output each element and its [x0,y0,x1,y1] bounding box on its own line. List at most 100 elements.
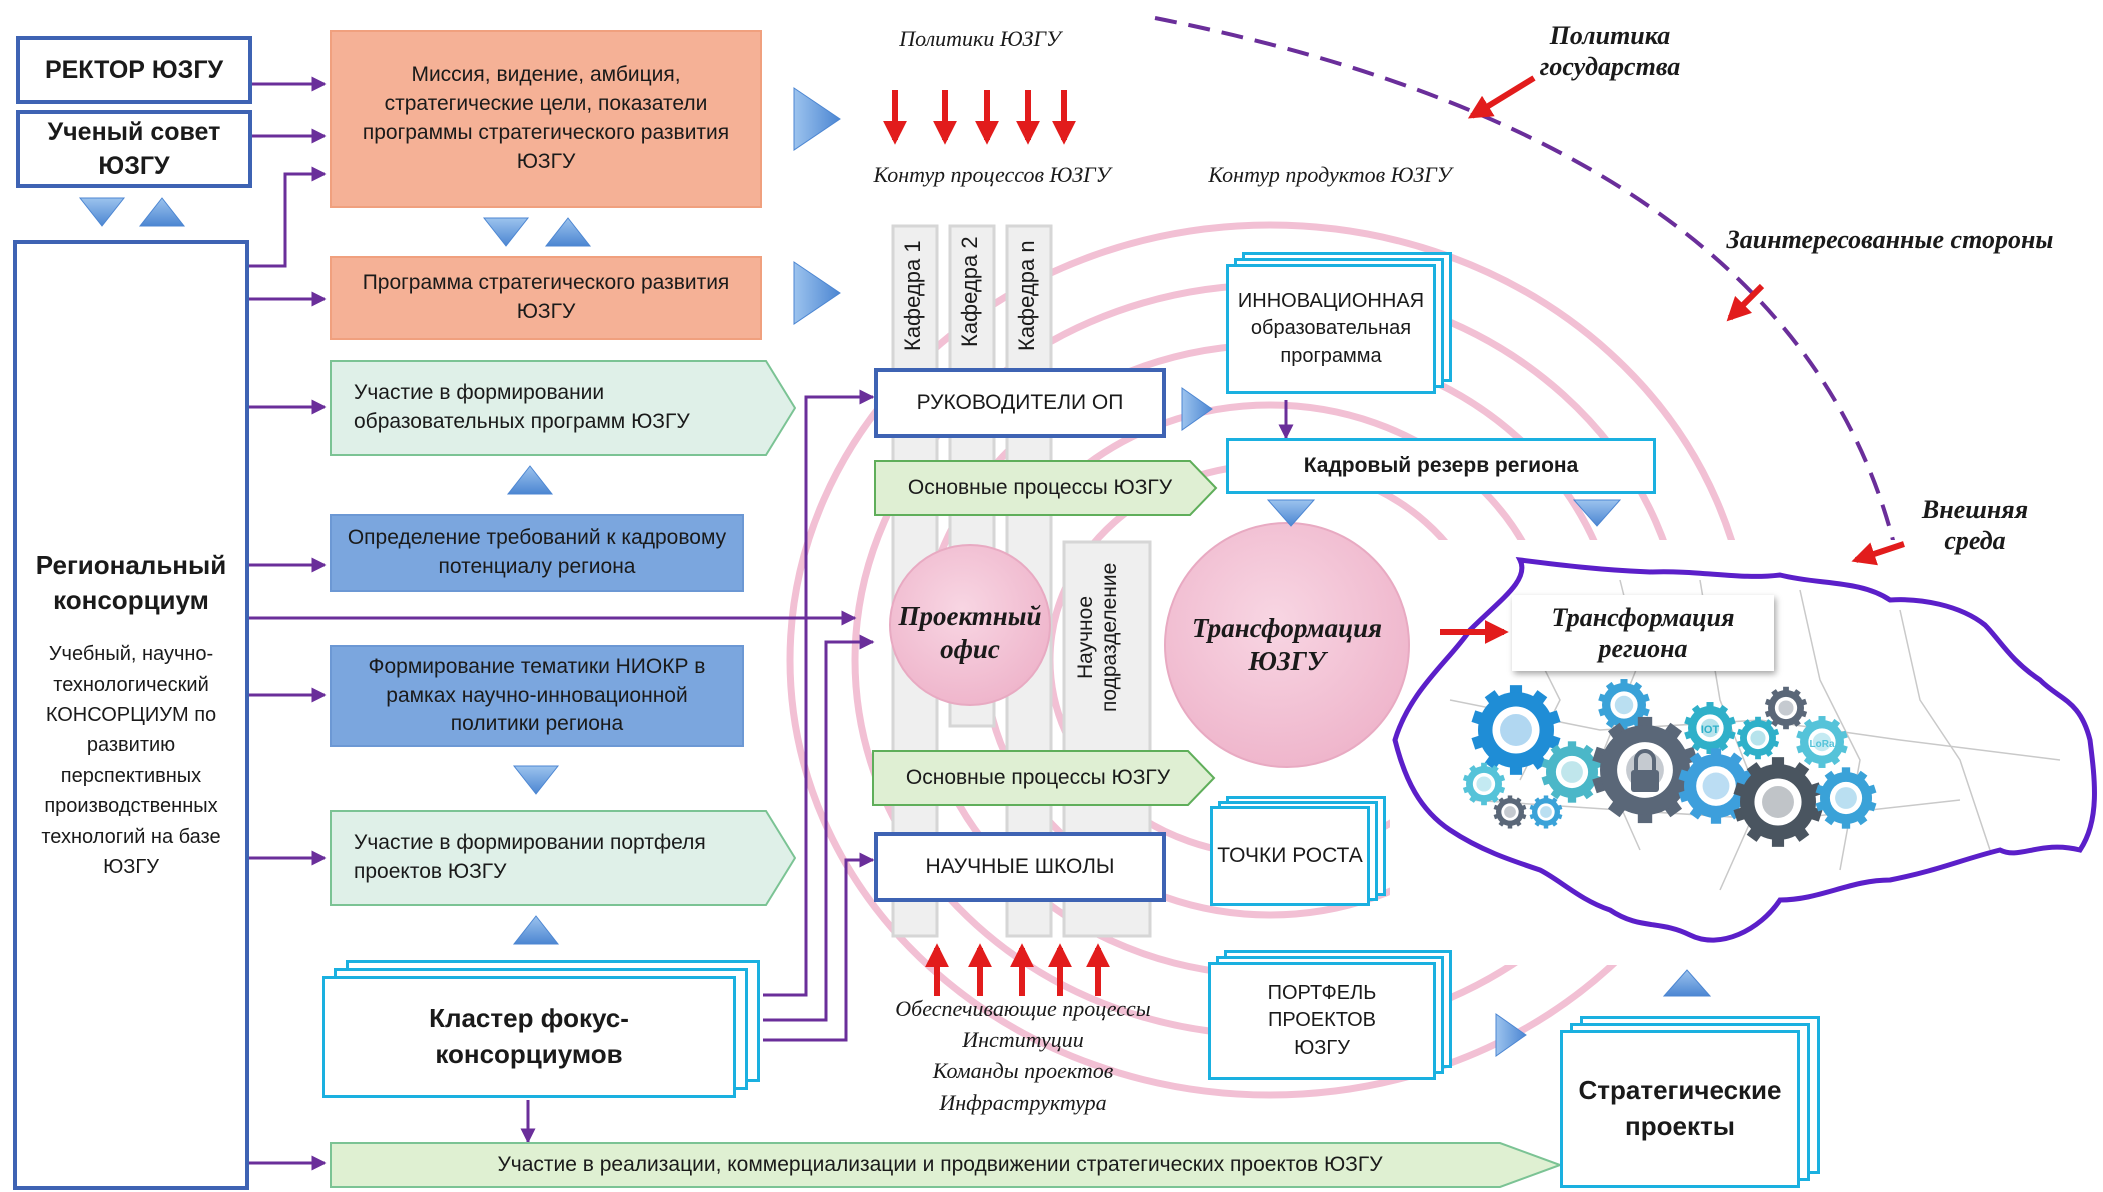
gear-center [1561,761,1583,783]
regional-consortium-box: Региональный консорциум Учебный, научно-… [13,240,249,1190]
cluster-stack: Кластер фокус-консорциумов [322,960,766,1100]
transformation-circle [1164,522,1410,768]
lock-gear-icon [1764,686,1808,730]
strategic-projects-stack: Стратегические проекты [1560,1016,1824,1192]
dept2-label: Кафедра 2 [957,236,982,348]
gear-hub [1696,714,1724,742]
external-env-label: Внешняя среда [1921,495,2029,556]
participation-portfolio-shape [330,810,796,906]
red-arrow-environment [1851,541,1905,566]
gear-center [1504,806,1516,818]
gear-center [1702,772,1730,800]
requirements-box: Определение требований к кадровому потен… [330,514,744,592]
stack-layer [1210,806,1370,906]
wifi-gear-icon [1736,716,1780,760]
participation-portfolio-label: Участие в формировании портфеля проектов… [354,831,706,883]
stack-layer [1226,264,1436,394]
external-environment-arc [1154,16,1904,581]
strategic-program-box: Программа стратегического развития ЮЗГУ [330,256,762,340]
science-unit-label: Научное подразделение [1074,562,1121,712]
right-chevron [1495,1013,1527,1057]
core-processes-1-label: Основные процессы ЮЗГУ [907,475,1173,499]
transformation-uni-label: Трансформация ЮЗГУ [1191,613,1383,676]
stack-layer [1560,1030,1800,1188]
infrastructure-label: Инфраструктура [939,1090,1107,1115]
stack-layer [1208,962,1436,1080]
stakeholders-label: Заинтересованные стороны [1726,225,2054,254]
up-chevron [512,915,560,945]
gear-center [1762,786,1794,818]
institutions-label: Институции [962,1027,1084,1052]
gear-hub [1808,728,1836,756]
process-contour-label: Контур процессов ЮЗГУ [873,162,1111,187]
gear-hub [1610,691,1638,719]
red-arrow-policy [1467,75,1536,119]
policies-label: Политики ЮЗГУ [899,26,1061,51]
region-transformation-box: Трансформация региона [1512,595,1774,671]
core-processes-2-label: Основные процессы ЮЗГУ [905,765,1171,789]
red-arrows [883,75,1905,996]
down-chevron [482,217,530,247]
core-processes-1-shape [874,460,1218,516]
lock-shackle [1634,749,1656,770]
innovative-program-stack: ИННОВАЦИОННАЯ образовательная программа [1226,252,1456,402]
gear-center [1700,718,1720,738]
participation-impl-shape [330,1142,1562,1188]
dept1-label: Кафедра 1 [900,240,925,352]
gear-icon [1541,741,1603,803]
gear-icon [1493,795,1527,829]
iot-badge: IOT [1701,724,1720,736]
up-chevron [1662,969,1712,997]
up-chevron [506,465,554,495]
core-processes-2-shape [872,750,1216,806]
consortium-description: Учебный, научно-технологический КОНСОРЦИ… [41,643,221,879]
gear-center [1778,700,1794,716]
down-chevron [1266,499,1316,527]
gear-center [1614,695,1634,715]
project-portfolio-label: ПОРТФЕЛЬ ПРОЕКТОВ ЮЗГУ [1267,981,1377,1059]
gear-hub [1754,778,1802,826]
lock-icon [1631,770,1659,792]
gear-hub [1696,766,1736,806]
down-chevron [1572,499,1622,527]
right-chevron [1181,387,1213,431]
right-chevron [793,87,841,151]
down-chevron [512,765,560,795]
project-office-label: Проектный офис [898,601,1042,664]
purple-connectors [248,76,1294,1171]
gear-center [1812,732,1832,752]
gear-center [1835,787,1857,809]
gear-icon [1471,685,1561,775]
participation-impl-label: Участие в реализации, коммерциализации и… [497,1152,1383,1176]
gear-hub [1555,755,1589,789]
gear-center [1476,776,1492,792]
gear-center [1500,714,1532,746]
deptn-label: Кафедра n [1014,240,1039,352]
mission-box: Миссия, видение, амбиция, стратегические… [330,30,762,208]
academic-council-box: Ученый совет ЮЗГУ [16,110,252,188]
gear-hub [1492,706,1540,754]
talent-pool-box: Кадровый резерв региона [1226,438,1656,494]
iot-gear-icon [1684,702,1736,754]
truck-gear-icon [1733,757,1823,847]
red-arrow-stakeholders [1726,283,1765,322]
rector-box: РЕКТОР ЮЗГУ [16,36,252,104]
lora-gear-icon [1796,716,1848,768]
gear-icon [1598,679,1650,731]
scientific-schools-box: НАУЧНЫЕ ШКОЛЫ [874,832,1166,902]
state-policy-label: Политика государства [1539,21,1681,82]
stack-layer [322,976,736,1098]
product-contour-label: Контур продуктов ЮЗГУ [1208,162,1452,187]
lock-gear-icon [1529,795,1563,829]
up-chevron [138,197,186,227]
gear-hub [1746,726,1770,750]
strategic-projects-label: Стратегические проекты [1578,1075,1782,1141]
gear-hub [1774,696,1798,720]
gear-icon [1462,762,1506,806]
op-heads-box: РУКОВОДИТЕЛИ ОП [874,368,1166,438]
lora-badge: LoRa [1810,739,1835,750]
growth-points-label: ТОЧКИ РОСТА [1217,843,1363,867]
research-topics-box: Формирование тематики НИОКР в рамках нау… [330,645,744,747]
technology-gears: IOT LoRa [1462,679,1877,847]
participation-edu-label: Участие в формировании образовательных п… [354,381,690,433]
